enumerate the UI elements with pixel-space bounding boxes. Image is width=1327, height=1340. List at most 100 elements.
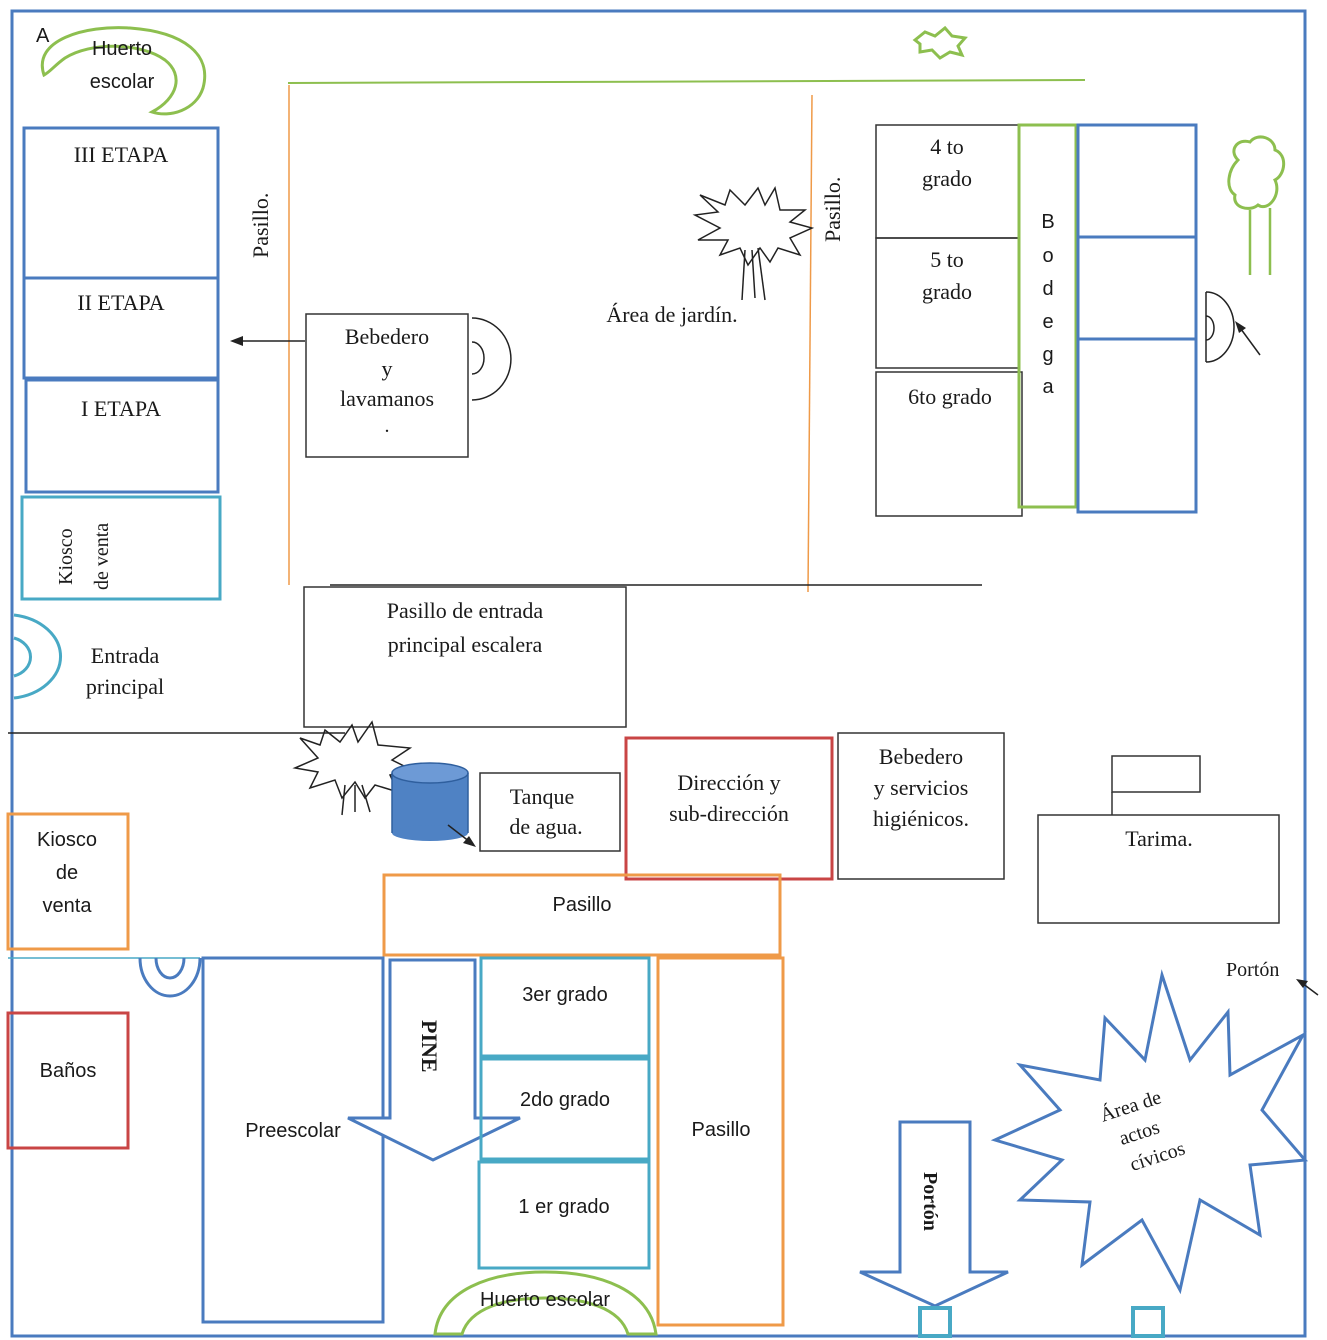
tree-icon <box>692 185 815 301</box>
etapa-ii-label: II ETAPA <box>77 290 164 315</box>
porton-arrow-icon <box>859 1120 1009 1308</box>
area-actos-civicos-icon <box>990 969 1309 1295</box>
porton-right-arrow-head-icon <box>1296 979 1308 988</box>
huerto-top-line2: escolar <box>90 71 155 93</box>
huerto-top-line1: Huerto <box>92 38 152 60</box>
room-3er-grado <box>479 956 651 1058</box>
bebedero-servicios-room <box>837 732 1005 880</box>
pine-arrow-icon <box>347 958 521 1162</box>
direccion-line2: sub-dirección <box>669 801 789 826</box>
servicios-line1: Bebedero <box>879 744 963 769</box>
bebedero-line1: Bebedero <box>345 324 429 349</box>
servicios-line3: higiénicos. <box>873 806 969 831</box>
servicios-line2: y servicios <box>874 775 969 800</box>
pasillo-left-label: Pasillo. <box>248 193 273 258</box>
room-right-2 <box>1076 235 1198 341</box>
pasillo-vertical-label: Pasillo <box>692 1119 751 1141</box>
entrada-door-arc-icon <box>13 613 63 700</box>
bodega-letter-e: e <box>1042 311 1053 333</box>
bodega-room <box>1017 123 1078 509</box>
room-2do-grado <box>479 1057 651 1161</box>
huerto-bottom-label: Huerto escolar <box>480 1289 610 1311</box>
preescolar-room <box>201 956 385 1324</box>
etapa-iii-label: III ETAPA <box>74 142 169 167</box>
arrow-head-icon <box>230 336 243 346</box>
entrada-line1: Entrada <box>91 643 160 668</box>
tarima-label: Tarima. <box>1125 826 1192 851</box>
bodega-label: B o d e g a <box>1041 211 1054 398</box>
porton-arrow-label: Portón <box>919 1172 941 1231</box>
kiosco-bottom-line2: de <box>56 862 78 884</box>
tree-icon-2 <box>292 720 415 816</box>
bebedero-line4: . <box>385 415 390 437</box>
gate-post-2 <box>1131 1306 1165 1338</box>
bodega-letter-a: a <box>1042 376 1054 398</box>
tanque-agua-room <box>479 772 621 852</box>
door-inner-arc-icon <box>471 341 485 375</box>
right-door-arc-icon <box>1205 291 1235 363</box>
direccion-line1: Dirección y <box>677 770 780 795</box>
room-ii-etapa <box>22 276 220 380</box>
door-arc-icon <box>471 317 512 401</box>
pasillo-mid-line <box>807 94 813 593</box>
grado4-line2: grado <box>922 166 972 191</box>
porton-right-label: Portón <box>1226 959 1279 981</box>
room-right-3 <box>1076 337 1198 514</box>
banos-room <box>6 1011 130 1150</box>
pasillo-vertical <box>656 956 785 1327</box>
room-1er-grado <box>477 1160 651 1270</box>
bebedero-line2: y <box>382 356 393 381</box>
pine-label: PINE <box>417 1020 442 1073</box>
escalera-line2: principal escalera <box>388 632 543 657</box>
green-tree-icon <box>1227 135 1286 275</box>
area-jardin-label: Área de jardín. <box>606 302 737 327</box>
gate-post-1 <box>918 1306 952 1338</box>
room-i-etapa <box>24 378 220 494</box>
tanque-line1: Tanque <box>510 784 574 809</box>
bodega-letter-d: d <box>1042 278 1053 300</box>
room-right-1 <box>1076 123 1198 239</box>
etapa-i-label: I ETAPA <box>81 396 161 421</box>
tarima-top-box <box>1111 755 1201 793</box>
grado2-label: 2do grado <box>520 1089 610 1111</box>
school-boundary <box>10 9 1307 1338</box>
kiosco-top-line1: Kiosco <box>55 528 77 585</box>
kiosco-top-line2: de venta <box>91 523 113 590</box>
right-door-inner-arc-icon <box>1205 315 1215 341</box>
pasillo-horizontal <box>382 873 782 957</box>
grado4-line1: 4 to <box>930 134 964 159</box>
bodega-letter-o: o <box>1042 245 1053 267</box>
water-tank-icon <box>391 762 469 841</box>
room-6to-grado <box>875 371 1023 517</box>
grado5-line2: grado <box>922 279 972 304</box>
pasillo-entrada-escalera <box>303 586 627 728</box>
tank-arrow-head-icon <box>463 836 476 847</box>
preescolar-door-inner-arc-icon <box>154 957 186 980</box>
preescolar-label: Preescolar <box>245 1120 341 1142</box>
kiosco-bottom-line1: Kiosco <box>37 829 97 851</box>
area-actos-label: Área de actos cívicos <box>1097 1085 1188 1176</box>
bebedero-lavamanos-room <box>305 313 469 458</box>
banos-label: Baños <box>40 1060 97 1082</box>
direccion-room <box>624 736 834 881</box>
pasillo-mid-label: Pasillo. <box>820 177 845 242</box>
grado5-line1: 5 to <box>930 247 964 272</box>
entrada-line2: principal <box>86 674 164 699</box>
grado3-label: 3er grado <box>522 984 608 1006</box>
right-door-arrow-head-icon <box>1235 321 1246 333</box>
tanque-line2: de agua. <box>509 814 582 839</box>
bodega-letter-g: g <box>1042 344 1053 366</box>
kiosco-venta-bottom <box>6 812 130 951</box>
bodega-letter-b: B <box>1041 211 1054 233</box>
grado1-label: 1 er grado <box>518 1196 609 1218</box>
green-boundary-line <box>287 79 1086 84</box>
entrada-door-inner-arc-icon <box>13 636 32 678</box>
escalera-line1: Pasillo de entrada <box>387 598 544 623</box>
huerto-escolar-bottom <box>433 1270 658 1336</box>
bebedero-line3: lavamanos <box>340 386 434 411</box>
pasillo-horizontal-label: Pasillo <box>553 894 612 916</box>
corner-letter: A <box>36 25 50 47</box>
preescolar-door-arc-icon <box>138 957 202 998</box>
grado6-line1: 6to grado <box>908 384 992 409</box>
